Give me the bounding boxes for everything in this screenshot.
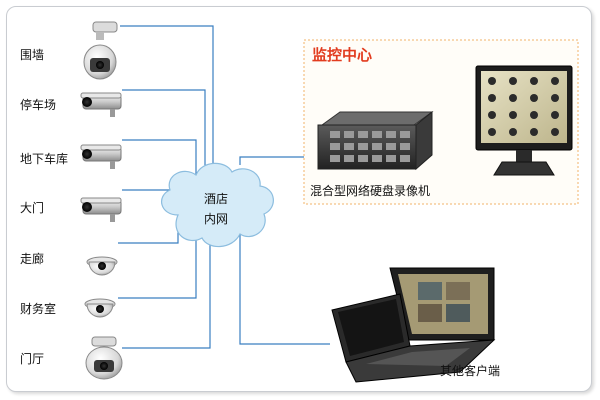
monitoring-center-title: 监控中心 [312,46,373,64]
link-line [122,89,206,190]
link-line [239,218,330,345]
network-cloud [161,162,274,248]
link-line [239,156,318,165]
location-label-gate: 大门 [20,201,45,215]
location-label-wall: 围墙 [20,48,45,62]
bullet-camera-icon [80,197,122,222]
bullet-camera-icon [80,144,122,169]
location-label-finance-room: 财务室 [20,302,57,316]
dome-camera-icon [86,256,118,276]
laptop-icon [331,267,496,383]
network-label-line1: 酒店 [203,192,228,206]
bullet-camera-icon [80,92,122,117]
link-line [118,236,197,299]
dome-camera-icon [84,298,116,318]
client-label: 其他客户端 [440,364,501,378]
monitor-icon [475,65,573,176]
location-label-lobby: 门厅 [20,352,45,366]
link-line [122,240,211,349]
link-line [118,225,179,244]
ptz-camera-icon [83,21,118,80]
location-label-garage: 地下车库 [20,152,69,166]
ptz-camera-icon [85,336,123,380]
link-line [122,139,197,190]
network-label-line2: 内网 [203,212,228,226]
location-label-corridor: 走廊 [20,252,45,266]
nvr-label: 混合型网络硬盘录像机 [310,184,431,198]
link-line [120,25,214,190]
nvr-icon [317,110,434,171]
location-label-parking: 停车场 [20,98,57,112]
